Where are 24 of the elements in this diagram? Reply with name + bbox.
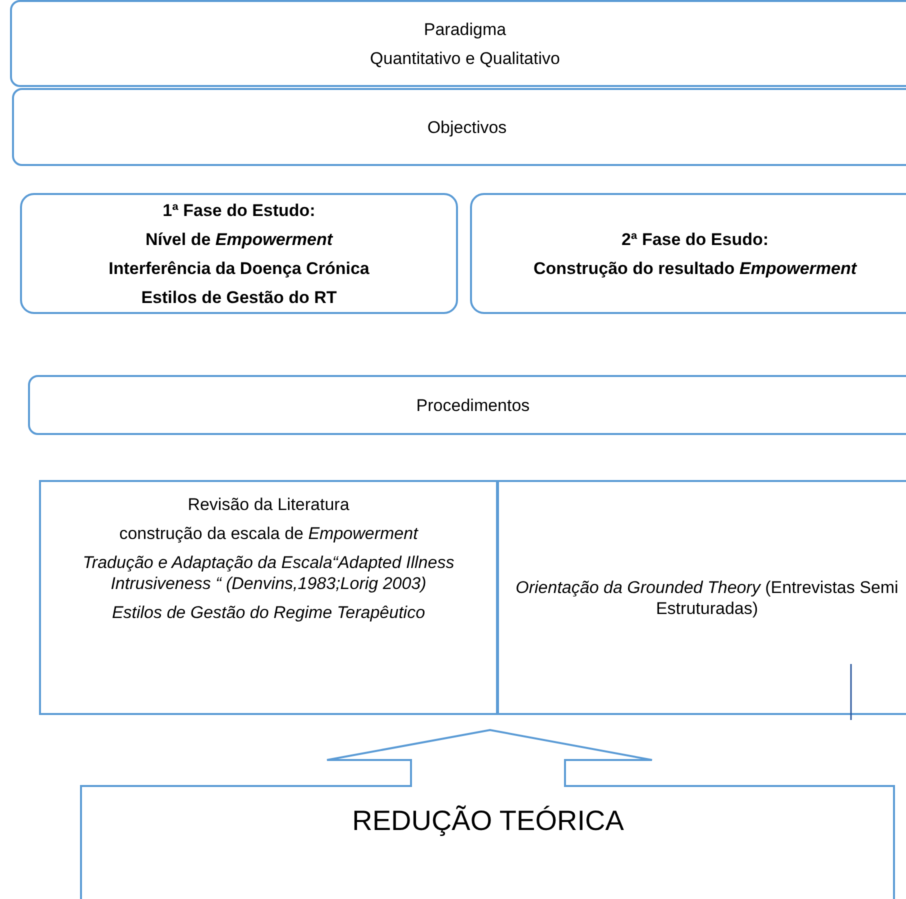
rounded-box — [20, 193, 458, 314]
callout-box — [80, 728, 896, 899]
heading: 2ª Fase do Esudo: — [621, 228, 769, 250]
text: Orientação da Grounded Theory (Entrevistas Semi Estruturadas) — [514, 576, 900, 618]
heading: Paradigma — [424, 18, 506, 40]
text: Procedimentos — [416, 394, 530, 416]
heading: Revisão da Literatura — [188, 494, 350, 515]
table-cell — [497, 480, 906, 715]
text: Quantitativo e Qualitativo — [370, 48, 560, 68]
text: Nível de Empowerment — [145, 228, 333, 250]
text: Objectivos — [427, 116, 507, 138]
heading: 1ª Fase do Estudo: — [162, 200, 316, 220]
text: Estilos de Gestão do RT — [141, 286, 337, 308]
text: Tradução e Adaptação da Escala“Adapted Illness Intrusiveness “ (Denvins,1983;Lorig 2003) — [82, 552, 456, 594]
text: Interferência da Doença Crónica — [108, 258, 370, 278]
text: Construção do resultado Empowerment — [533, 258, 857, 278]
table-cell — [39, 480, 498, 715]
text: Estilos de Gestão do Regime Terapêutico — [112, 602, 426, 623]
text-box — [10, 0, 906, 87]
heading: REDUÇÃO TEÓRICA — [352, 804, 624, 838]
text-box — [28, 375, 906, 435]
text-box — [12, 88, 906, 166]
text: construção da escala de Empowerment — [119, 523, 418, 544]
rounded-box — [470, 193, 906, 314]
